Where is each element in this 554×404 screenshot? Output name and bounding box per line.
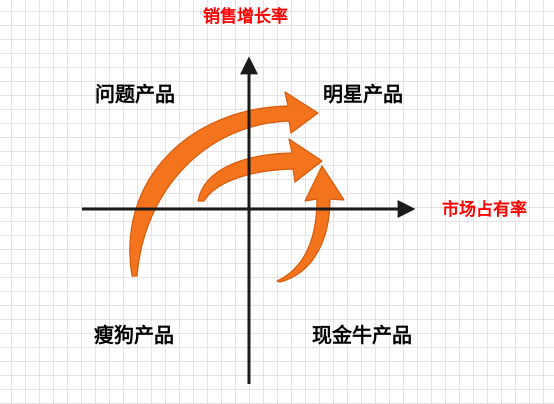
quadrant-label-dog: 瘦狗产品 — [94, 323, 174, 347]
growth-arrows — [129, 91, 345, 283]
quadrant-label-star: 明星产品 — [323, 82, 403, 106]
arrow-cashcow-to-star — [276, 165, 345, 283]
x-axis-label: 市场占有率 — [442, 200, 527, 220]
arrow-question-to-star — [129, 91, 319, 277]
arrow-middle-to-star — [197, 138, 323, 202]
y-axis-label: 销售增长率 — [203, 7, 288, 27]
quadrant-label-question: 问题产品 — [95, 82, 175, 106]
quadrant-label-cashcow: 现金牛产品 — [312, 323, 412, 347]
